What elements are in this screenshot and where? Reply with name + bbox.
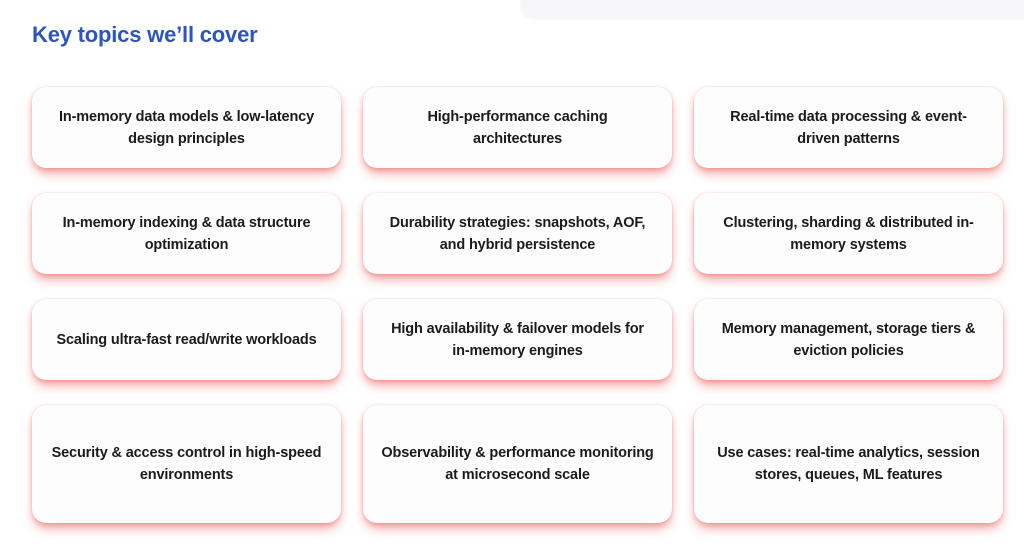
topic-card-label: Security & access control in high-speed …	[51, 445, 322, 483]
topic-card-label: High availability & failover models for …	[391, 320, 644, 359]
topic-card-label: Durability strategies: snapshots, AOF, a…	[389, 214, 646, 253]
topic-card[interactable]: In-memory indexing & data structure opti…	[32, 193, 341, 274]
topic-card-label: Scaling ultra-fast read/write workloads	[56, 331, 317, 348]
topic-card[interactable]: Security & access control in high-speed …	[32, 405, 341, 523]
topic-card-label: High-performance caching architectures	[427, 108, 608, 147]
topic-card-label: Memory management, storage tiers & evict…	[721, 320, 976, 359]
topic-card[interactable]: Observability & performance monitoring a…	[363, 405, 672, 523]
topic-card[interactable]: Scaling ultra-fast read/write workloads	[32, 299, 341, 380]
topic-card-label: In-memory indexing & data structure opti…	[62, 214, 311, 253]
page-title: Key topics we’ll cover	[32, 22, 258, 47]
topic-card-label: Observability & performance monitoring a…	[381, 445, 654, 483]
topic-card[interactable]: High-performance caching architectures	[363, 87, 672, 168]
topic-card[interactable]: Use cases: real-time analytics, session …	[694, 405, 1003, 523]
decorative-top-panel	[520, 0, 1024, 20]
topic-card[interactable]: Memory management, storage tiers & evict…	[694, 299, 1003, 380]
topic-card[interactable]: In-memory data models & low-latency desi…	[32, 87, 341, 168]
topic-card[interactable]: High availability & failover models for …	[363, 299, 672, 380]
topic-card-label: Clustering, sharding & distributed in-me…	[723, 214, 974, 253]
topic-card-label: Use cases: real-time analytics, session …	[717, 445, 980, 483]
topic-card[interactable]: Durability strategies: snapshots, AOF, a…	[363, 193, 672, 274]
topic-card[interactable]: Real-time data processing & event-driven…	[694, 87, 1003, 168]
topic-card[interactable]: Clustering, sharding & distributed in-me…	[694, 193, 1003, 274]
topic-card-grid: In-memory data models & low-latency desi…	[32, 87, 1004, 523]
topic-card-label: In-memory data models & low-latency desi…	[58, 108, 314, 147]
topic-card-label: Real-time data processing & event-driven…	[730, 108, 967, 147]
